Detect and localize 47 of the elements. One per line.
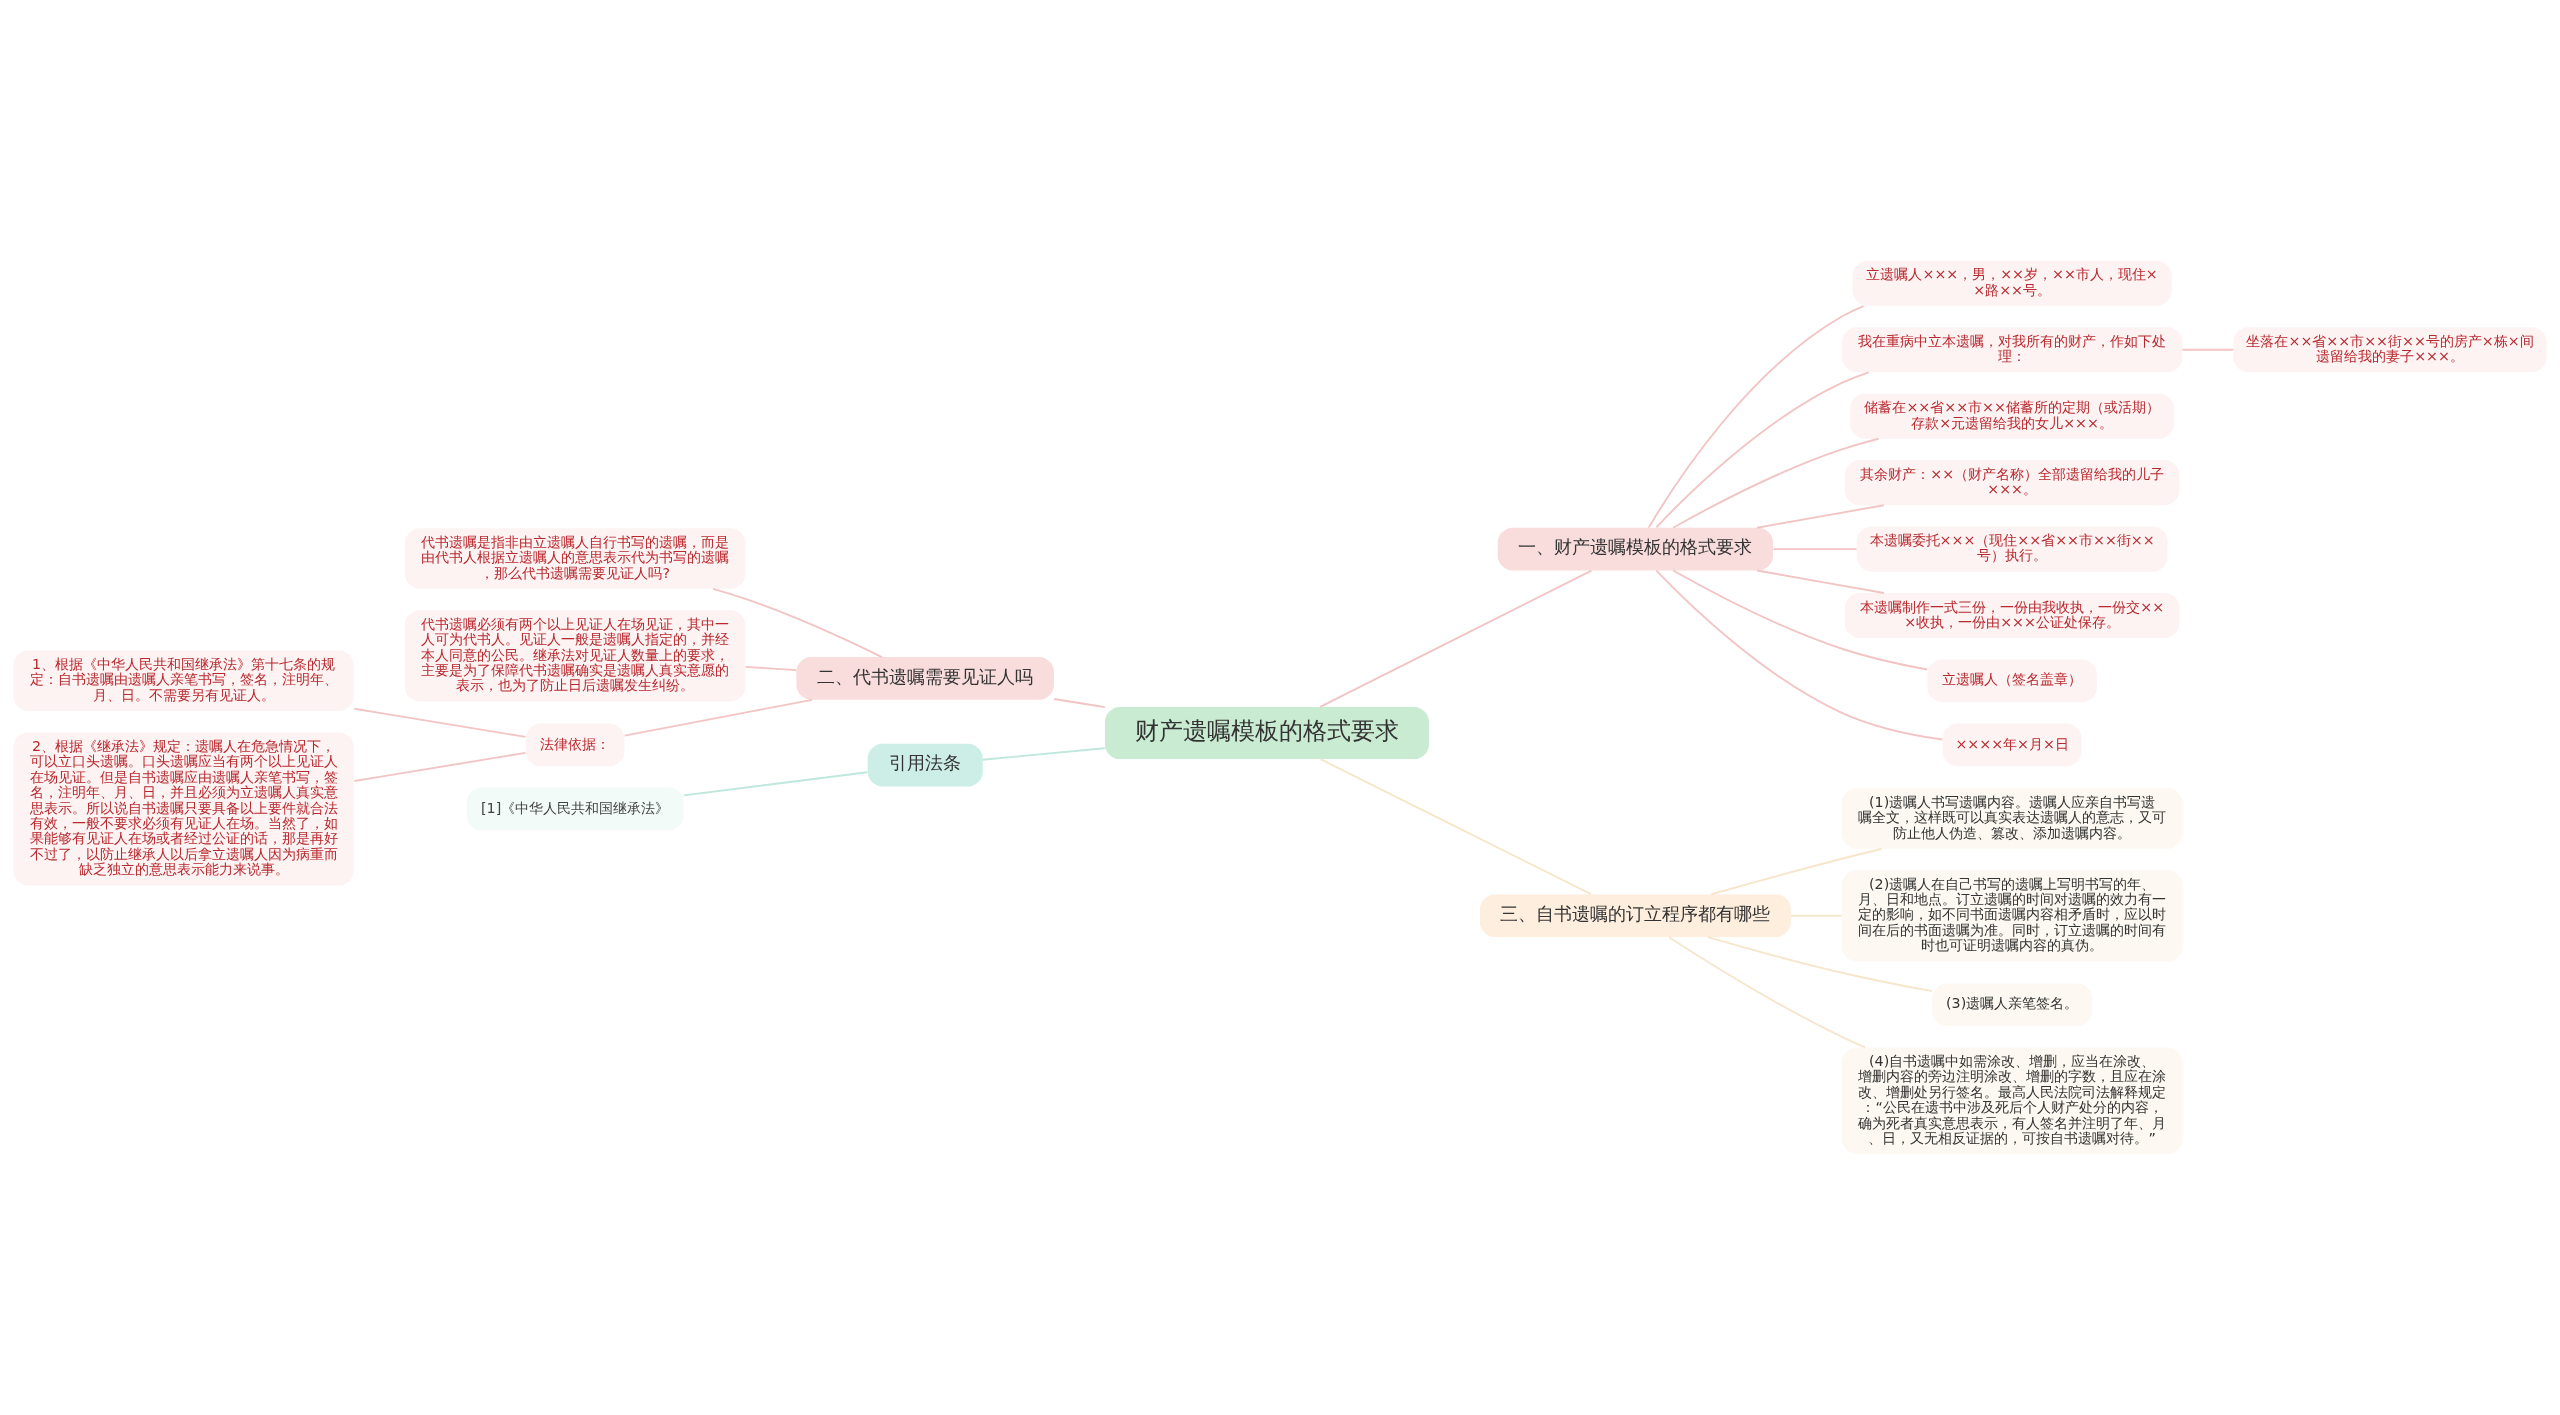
connector [1790,914,1843,917]
connector [1772,548,1858,551]
connector [744,665,798,672]
node-box: 坐落在××省××市××街××号的房产×栋×间遗留给我的妻子×××。 [2233,327,2547,373]
node-box: 一、财产遗嘱模板的格式要求 [1497,527,1774,571]
connector [1655,569,1944,741]
node-box: 立遗嘱人×××，男，××岁，××市人，现住××路××号。 [1852,260,2172,306]
connector [683,771,869,797]
connector [1647,305,1865,529]
node-box: 三、自书遗嘱的订立程序都有哪些 [1479,894,1791,938]
connector [712,587,883,658]
node-box: 本遗嘱制作一式三份，一份由我收执，一份交×××收执，一份由×××公证处保存。 [1844,593,2180,639]
node-box: 二、代书遗嘱需要见证人吗 [796,657,1054,700]
node-box: 我在重病中立本遗嘱，对我所有的财产，作如下处理： [1841,327,2183,373]
node-box: (1)遗嘱人书写遗嘱内容。遗嘱人应亲自书写遗嘱全文，这样既可以真实表达遗嘱人的意志，又可防止他人伪造、篡改、添加遗嘱内容。 [1841,788,2183,849]
node-box: (4)自书遗嘱中如需涂改、增删，应当在涂改、增删内容的旁边注明涂改、增删的字数，且应在涂改、增删处另行签名。最高人民法院司法解释规定：“公民在遗书中涉及死后个人财产处分的内容，确为死者真实意思表示，有人签名并注明了年、月、日，又无相反证据的，可按自书遗嘱对待。” [1841,1047,2183,1155]
node-box: ××××年×月×日 [1942,723,2082,767]
connector [353,751,527,782]
node-box: 代书遗嘱是指非由立遗嘱人自行书写的遗嘱，而是由代书人根据立遗嘱人的意思表示代为书写的遗嘱，那么代书遗嘱需要见证人吗? [404,528,746,589]
connector [1710,847,1883,896]
node-box: [1]《中华人民共和国继承法》 [466,787,684,831]
connector [1655,371,1870,529]
connector [981,747,1106,761]
node-box: (2)遗嘱人在自己书写的遗嘱上写明书写的年、月、日和地点。订立遗嘱的时间对遗嘱的效力有一定的影响，如不同书面遗嘱内容相矛盾时，应以时间在后的书面遗嘱为准。同时，订立遗嘱的时间有时也可证明遗嘱内容的真伪。 [1841,870,2183,962]
connector [2181,348,2235,351]
connector [1668,936,1866,1049]
connector [1319,758,1592,896]
connector [1319,569,1593,708]
node-box: 其余财产：××（财产名称）全部遗留给我的儿子×××。 [1844,460,2180,506]
node-box: 2、根据《继承法》规定：遗嘱人在危急情况下，可以立口头遗嘱。口头遗嘱应当有两个以上见证人在场见证。但是自书遗嘱应由遗嘱人亲笔书写，签名，注明年、月、日，并且必须为立遗嘱人真实意思表示。所以说自书遗嘱只要具备以上要件就合法有效，一般不要求必须有见证人在场。当然了，如果能够有见证人在场或者经过公证的话，那是再好不过了，以防止继承人以后拿立遗嘱人因为病重而缺乏独立的意思表示能力来说事。 [13,732,354,886]
connector [1756,504,1885,529]
node-box: 立遗嘱人（签名盖章） [1927,659,2097,703]
connector [1672,569,1929,671]
connector [1053,698,1106,709]
connector [1672,437,1880,529]
node-box: (3)遗嘱人亲笔签名。 [1932,983,2093,1027]
node-box: 1、根据《中华人民共和国继承法》第十七条的规定：自书遗嘱由遗嘱人亲笔书写，签名，注明年、月、日。不需要另有见证人。 [13,650,354,712]
node-box: 财产遗嘱模板的格式要求 [1105,706,1429,760]
node-box: 本遗嘱委托×××（现住××省××市××街××号）执行。 [1856,526,2168,572]
node-box: 储蓄在××省××市××储蓄所的定期（或活期）存款×元遗留给我的女儿×××。 [1850,393,2175,439]
connector [1706,936,1933,993]
node-box: 引用法条 [867,743,983,787]
node-box: 法律依据： [525,723,625,767]
connector [623,698,813,737]
node-box: 代书遗嘱必须有两个以上见证人在场见证，其中一人可为代书人。见证人一般是遗嘱人指定的，并经本人同意的公民。继承法对见证人数量上的要求，主要是为了保障代书遗嘱确实是遗嘱人真实意愿的表示，也为了防止日后遗嘱发生纠纷。 [404,610,746,702]
connector [353,707,527,738]
connector [1756,569,1885,594]
